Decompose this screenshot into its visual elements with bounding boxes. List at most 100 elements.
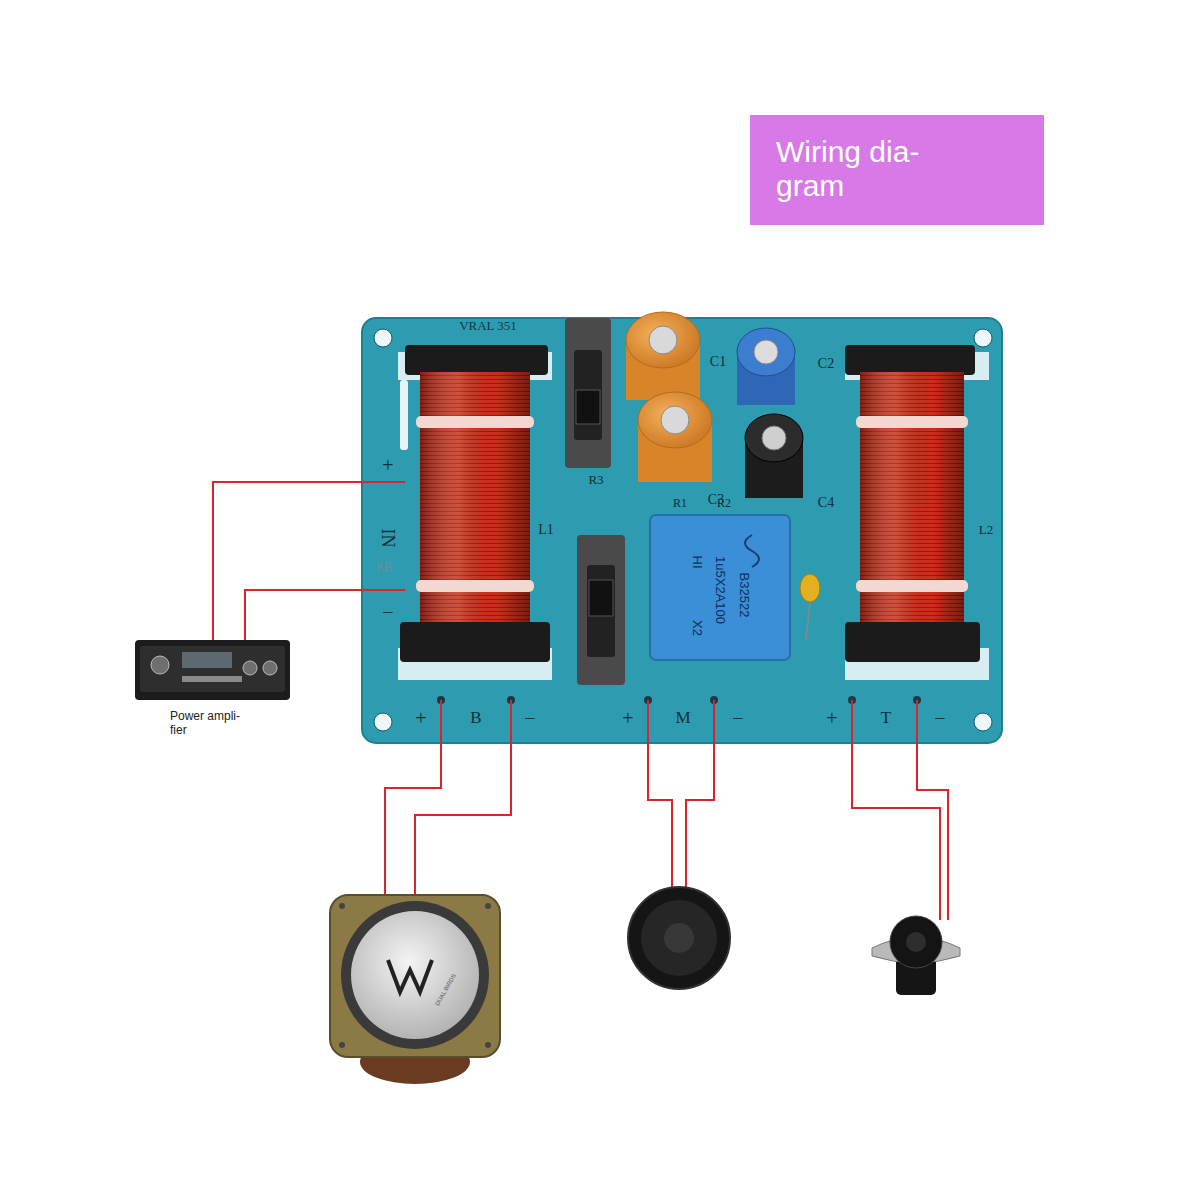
capacitor-lead bbox=[806, 602, 810, 640]
component-marking: B32522 bbox=[737, 573, 752, 618]
frame-hole bbox=[485, 1042, 491, 1048]
terminal-sign: + bbox=[415, 707, 426, 730]
component-marking: X2 bbox=[690, 620, 705, 636]
terminal-label: M bbox=[675, 708, 690, 728]
amplifier-knob bbox=[243, 661, 257, 675]
speaker-cone bbox=[890, 916, 942, 968]
electrolytic-capacitor bbox=[745, 414, 803, 498]
terminal-label: T bbox=[881, 708, 891, 728]
capacitor-top bbox=[737, 328, 795, 376]
amplifier-knob bbox=[151, 656, 169, 674]
wire bbox=[213, 482, 405, 640]
switch-knob bbox=[576, 390, 600, 424]
speaker-frame bbox=[330, 895, 500, 1057]
part-label: C2 bbox=[818, 356, 834, 372]
tweeter-speaker bbox=[872, 916, 960, 995]
part-label: L1 bbox=[538, 522, 554, 538]
capacitor-vent bbox=[649, 326, 677, 354]
amplifier-case bbox=[135, 640, 290, 700]
part-label: R2 bbox=[717, 497, 731, 511]
wire bbox=[917, 700, 948, 920]
terminal-sign: + bbox=[826, 707, 837, 730]
switch-knob bbox=[589, 580, 613, 616]
speaker-logo bbox=[388, 960, 432, 992]
switch-body bbox=[565, 318, 611, 468]
terminal-sign: + bbox=[382, 454, 393, 477]
part-label: R3 bbox=[588, 473, 603, 488]
capacitor-vent bbox=[762, 426, 786, 450]
title-box: Wiring dia- gram bbox=[750, 115, 1044, 225]
frame-hole bbox=[339, 903, 345, 909]
amplifier-display bbox=[182, 652, 232, 668]
electrolytic-capacitor bbox=[626, 312, 700, 400]
speaker-cone bbox=[351, 911, 479, 1039]
mount-hole bbox=[974, 329, 992, 347]
part-label: C4 bbox=[818, 495, 834, 511]
part-label: R1 bbox=[673, 497, 687, 511]
bobbin-end bbox=[845, 622, 980, 662]
midrange-speaker bbox=[628, 887, 730, 989]
switch-slot bbox=[574, 350, 602, 440]
component-marking: HI bbox=[690, 556, 705, 569]
film-capacitor bbox=[650, 515, 790, 660]
terminal-sign: − bbox=[382, 601, 393, 624]
switch-slot bbox=[587, 565, 615, 657]
inductor-coil bbox=[845, 345, 980, 662]
speaker-frame bbox=[628, 887, 730, 989]
terminal-sign: − bbox=[732, 707, 743, 730]
component-marking: 1u5X2A100 bbox=[713, 556, 728, 624]
slide-switch bbox=[577, 535, 625, 685]
watermark: KB bbox=[376, 561, 392, 575]
board-model: VRAL 351 bbox=[459, 319, 517, 334]
manufacturer-logo bbox=[745, 535, 759, 567]
speaker-dome bbox=[906, 932, 926, 952]
wire bbox=[245, 590, 405, 640]
wire bbox=[852, 700, 940, 920]
amplifier-buttons bbox=[182, 676, 242, 682]
capacitor-top bbox=[626, 312, 700, 368]
input-slot bbox=[400, 380, 408, 450]
ceramic-capacitor bbox=[800, 574, 820, 602]
title-text: Wiring dia- gram bbox=[750, 115, 1044, 225]
inductor-coil bbox=[400, 345, 550, 662]
bobbin-end bbox=[845, 345, 975, 375]
input-label: IN bbox=[378, 529, 399, 548]
wire bbox=[686, 700, 714, 888]
bobbin-end bbox=[405, 345, 548, 375]
wires bbox=[213, 482, 948, 920]
crossover-board bbox=[362, 318, 1002, 743]
amplifier-knob bbox=[263, 661, 277, 675]
terminal-sign: − bbox=[524, 707, 535, 730]
terminal-sign: − bbox=[934, 707, 945, 730]
cable-tie bbox=[856, 580, 968, 592]
frame-hole bbox=[485, 903, 491, 909]
cable-tie bbox=[416, 416, 534, 428]
pcb bbox=[362, 318, 1002, 743]
wire bbox=[385, 700, 441, 897]
electrolytic-capacitor bbox=[638, 392, 712, 482]
solder-holes bbox=[437, 696, 921, 704]
speaker-surround bbox=[341, 901, 489, 1049]
amplifier-panel bbox=[140, 646, 285, 692]
capacitor-vent bbox=[661, 406, 689, 434]
power-amplifier bbox=[135, 640, 290, 700]
cable-tie bbox=[856, 416, 968, 428]
frame-hole bbox=[339, 1042, 345, 1048]
bobbin-end bbox=[400, 622, 550, 662]
device-label: Power ampli- fier bbox=[170, 710, 258, 738]
mount-hole bbox=[374, 329, 392, 347]
switch-body bbox=[577, 535, 625, 685]
electrolytic-capacitor bbox=[737, 328, 795, 405]
woofer-speaker bbox=[330, 895, 500, 1084]
wire bbox=[415, 700, 511, 897]
slide-switch bbox=[565, 318, 611, 468]
mount-hole bbox=[974, 713, 992, 731]
capacitor-top bbox=[745, 414, 803, 462]
capacitor-vent bbox=[754, 340, 778, 364]
speaker-dustcap bbox=[664, 923, 694, 953]
wire bbox=[648, 700, 672, 888]
part-label: L2 bbox=[979, 523, 993, 538]
terminal-label: B bbox=[470, 708, 481, 728]
speaker-cone bbox=[641, 900, 717, 976]
